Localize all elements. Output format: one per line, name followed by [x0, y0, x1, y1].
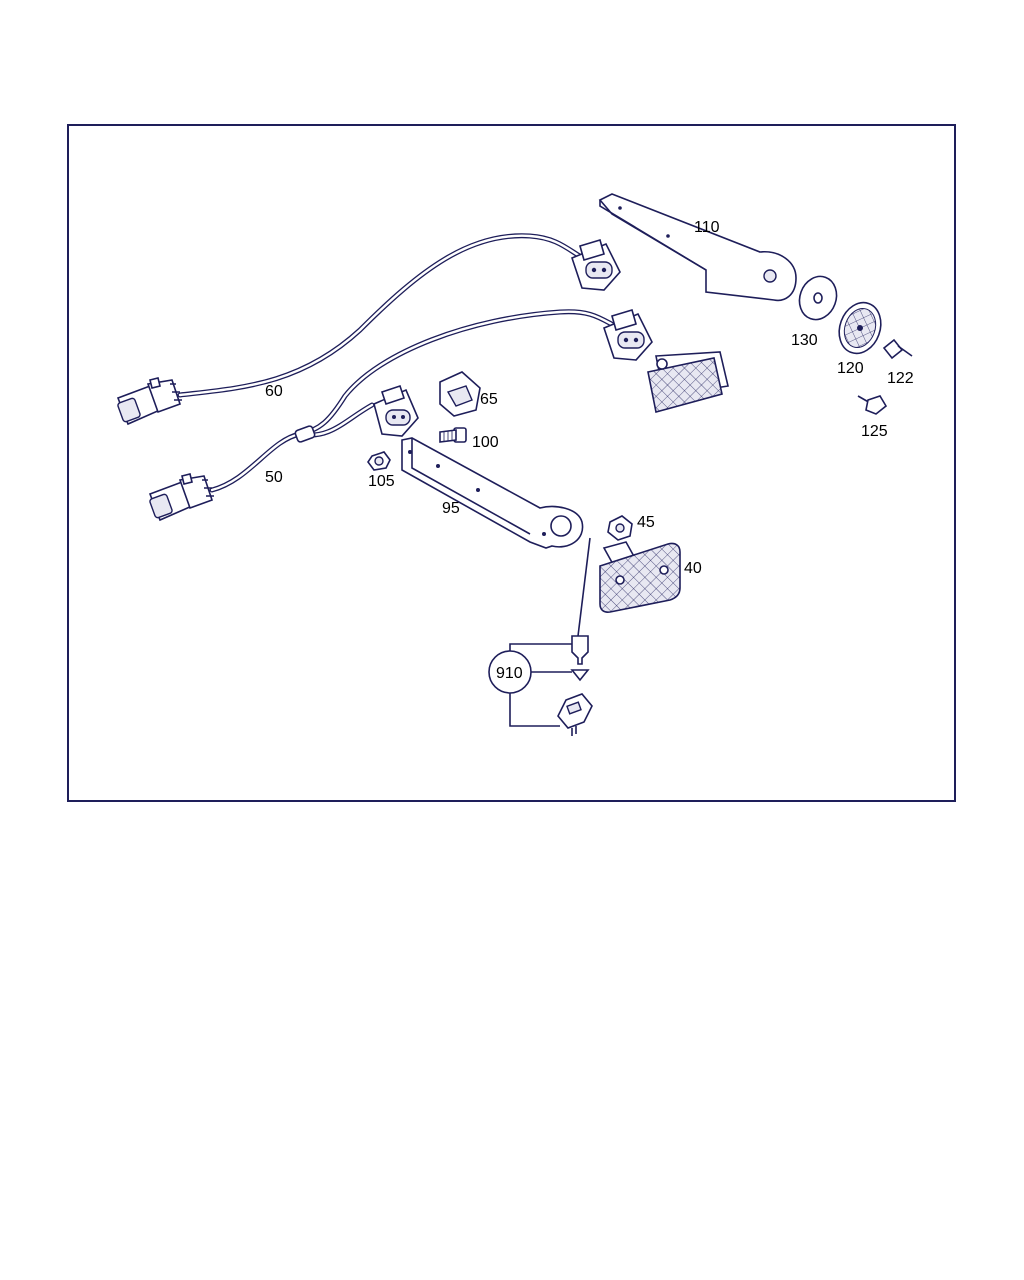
label-60: 60: [265, 383, 283, 400]
label-100: 100: [472, 434, 499, 451]
label-910: 910: [496, 665, 523, 682]
label-65: 65: [480, 391, 498, 408]
plug-60[interactable]: [116, 377, 182, 426]
label-125: 125: [861, 423, 888, 440]
label-105: 105: [368, 473, 395, 490]
clip-65[interactable]: [439, 371, 481, 417]
nut-105[interactable]: [367, 451, 391, 471]
bracket-95[interactable]: [401, 437, 584, 549]
plug-50[interactable]: [148, 473, 214, 522]
label-50: 50: [265, 469, 283, 486]
label-95: 95: [442, 500, 460, 517]
label-40: 40: [684, 560, 702, 577]
connector-60[interactable]: [571, 239, 621, 291]
label-130: 130: [791, 332, 818, 349]
diagram-frame: [67, 124, 956, 802]
label-45: 45: [637, 514, 655, 531]
reflector-120[interactable]: [832, 297, 887, 360]
screw-125[interactable]: [857, 395, 888, 415]
label-120: 120: [837, 360, 864, 377]
nut-45[interactable]: [607, 515, 633, 541]
bracket-110[interactable]: [598, 193, 797, 302]
cable-50[interactable]: [209, 309, 618, 493]
label-122: 122: [887, 370, 914, 387]
rivet-122[interactable]: [882, 338, 913, 360]
cable-60[interactable]: [177, 233, 593, 398]
screw-100[interactable]: [439, 427, 467, 443]
connector-50-mid[interactable]: [373, 384, 419, 437]
reflector-40[interactable]: [599, 541, 681, 613]
washer-130[interactable]: [794, 271, 843, 325]
label-110: 110: [694, 219, 720, 236]
assembly-910[interactable]: [488, 635, 593, 736]
connector-50[interactable]: [603, 309, 653, 361]
reflector-upper[interactable]: [647, 351, 729, 413]
